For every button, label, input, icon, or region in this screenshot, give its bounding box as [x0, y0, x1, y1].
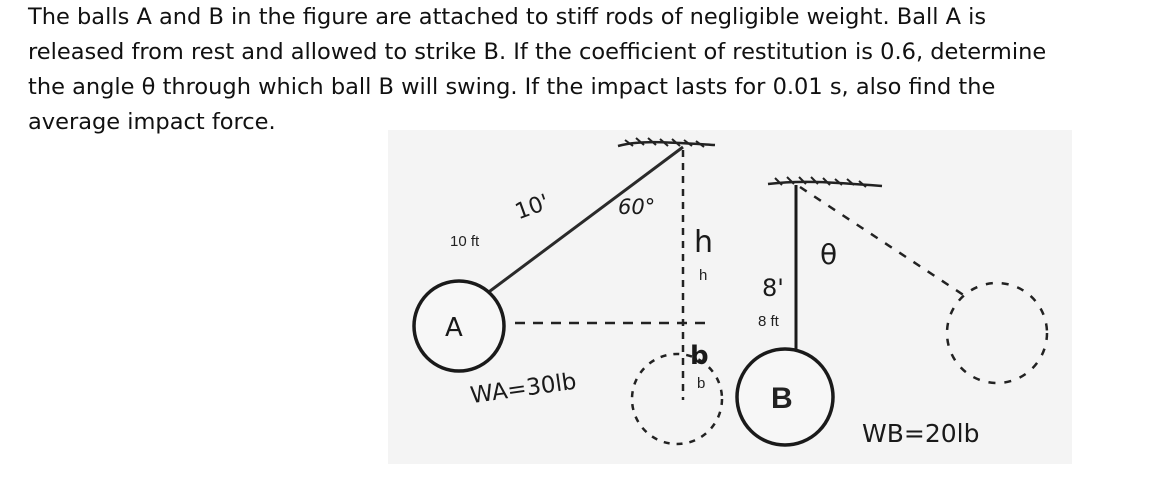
label-theta: θ [820, 238, 837, 271]
problem-line-2: released from rest and allowed to strike… [28, 39, 1047, 65]
problem-statement: The balls A and B in the figure are atta… [28, 0, 1148, 140]
ceiling-support-a [617, 137, 716, 148]
label-b-handwritten: b [690, 341, 709, 371]
ball-b-swung-position [945, 281, 1049, 385]
label-10-handwritten: 10' [512, 190, 553, 225]
label-8-handwritten: 8' [762, 274, 784, 302]
ceiling-support-b [767, 176, 883, 188]
figure-background [388, 130, 1072, 464]
ball-a [412, 279, 506, 373]
label-weight-b: WB=20lb [862, 419, 979, 448]
label-h-handwritten: h [694, 225, 713, 260]
ball-b [735, 347, 835, 447]
ball-a-impact-position [630, 352, 724, 446]
problem-line-3: the angle θ through which ball B will sw… [28, 74, 996, 100]
label-h: h [699, 267, 707, 284]
label-b: b [697, 375, 705, 392]
rod-a [477, 145, 684, 302]
label-10ft: 10 ft [450, 233, 480, 250]
problem-line-1: The balls A and B in the figure are atta… [28, 4, 987, 30]
label-weight-a: WA=30lb [469, 369, 578, 410]
problem-line-4: average impact force. [28, 109, 276, 135]
label-ball-a: A [445, 313, 463, 343]
label-60-degrees: 60° [618, 195, 655, 219]
label-ball-b: B [771, 382, 793, 415]
label-8ft: 8 ft [758, 313, 780, 330]
